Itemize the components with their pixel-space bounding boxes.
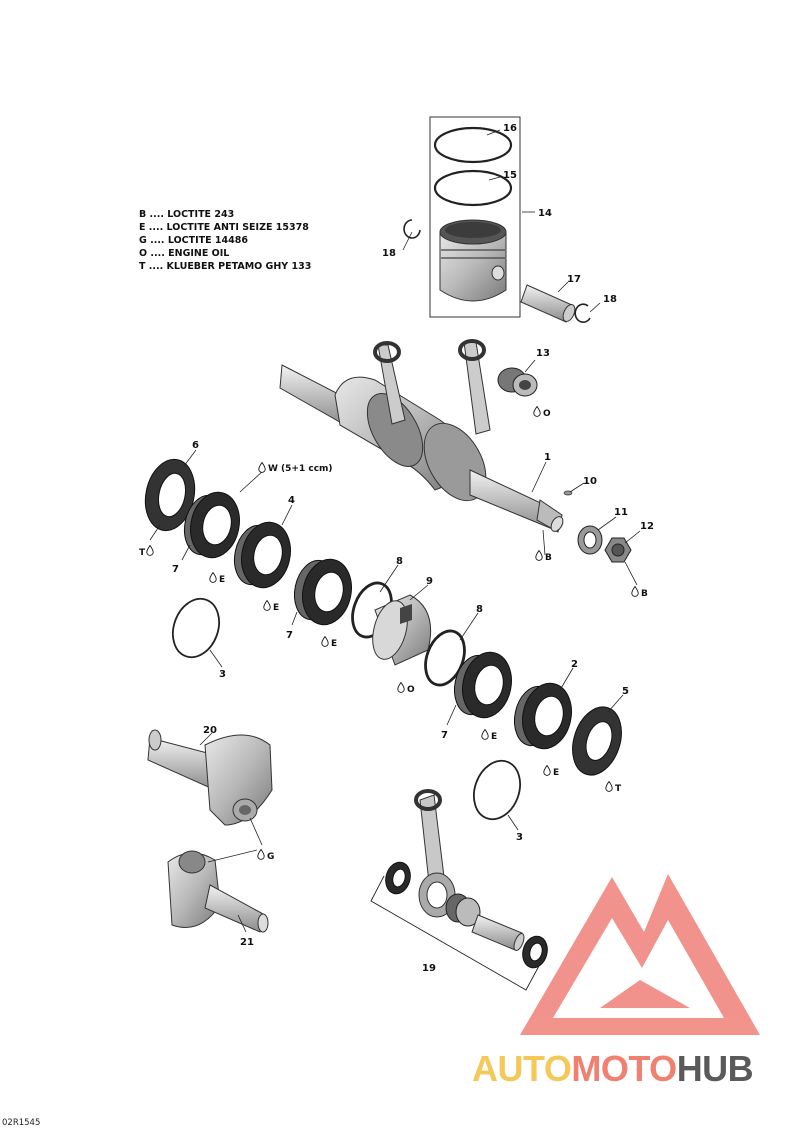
- legend-item: T .... KLUEBER PETAMO GHY 133: [139, 261, 312, 272]
- callout-4: 4: [288, 495, 295, 506]
- watermark-part-moto: MOTO: [571, 1048, 677, 1089]
- callout-3: 3: [516, 832, 523, 843]
- oil-drop-icon: [481, 729, 489, 740]
- piston-kit-frame: [429, 116, 521, 318]
- callout-8: 8: [396, 556, 403, 567]
- oil-drop-icon: [397, 682, 405, 693]
- leader-lines: [149, 129, 641, 933]
- callout-2: 2: [571, 659, 578, 670]
- lubricant-legend: B .... LOCTITE 243 E .... LOCTITE ANTI S…: [139, 208, 311, 273]
- half-crankshaft-21: [167, 850, 269, 933]
- thrust-washer-19-right: [522, 935, 548, 969]
- o-ring-3-left: [172, 597, 220, 659]
- lube-mark-e: E: [219, 575, 225, 585]
- lubricant-marks: O W (5+1 ccm) B B T E E E O E E T G: [139, 406, 648, 862]
- callout-13: 13: [536, 348, 550, 359]
- oil-drop-icon: [535, 550, 543, 561]
- piston-ring-15: [433, 169, 513, 207]
- reference-code: 02R1545: [2, 1118, 41, 1128]
- callout-17: 17: [567, 274, 581, 285]
- thrust-washer-19-left: [385, 861, 411, 895]
- oil-drop-icon: [146, 545, 154, 556]
- o-ring-3-right: [473, 759, 521, 821]
- callout-1: 1: [544, 452, 551, 463]
- snap-ring-8-right: [424, 629, 466, 687]
- piston-pin-17: [520, 284, 576, 323]
- callout-6: 6: [192, 440, 199, 451]
- watermark-part-auto: AUTO: [472, 1048, 572, 1089]
- oil-drop-icon: [321, 636, 329, 647]
- oil-drop-icon: [258, 462, 266, 473]
- callouts: 16 15 14 18 17 18 13 1 10 11 12 6 4 7 7 …: [172, 123, 654, 974]
- callout-7: 7: [172, 564, 179, 575]
- oil-drop-icon: [209, 572, 217, 583]
- lube-mark-e: E: [553, 768, 559, 778]
- bearing-sleeve-9: [372, 594, 432, 666]
- legend-item: B .... LOCTITE 243: [139, 209, 235, 220]
- callout-16: 16: [503, 123, 517, 134]
- callout-7: 7: [441, 730, 448, 741]
- ball-bearing-7-center: [293, 558, 352, 626]
- crank-pin-19: [471, 914, 525, 951]
- lube-mark-o: O: [407, 685, 415, 695]
- legend-item: O .... ENGINE OIL: [139, 248, 230, 259]
- callout-18: 18: [382, 248, 396, 259]
- callout-7: 7: [286, 630, 293, 641]
- callout-8: 8: [476, 604, 483, 615]
- oil-drop-icon: [263, 600, 271, 611]
- circlip-18-right: [574, 303, 591, 324]
- oil-drop-icon: [543, 765, 551, 776]
- oil-drop-icon: [605, 781, 613, 792]
- callout-11: 11: [614, 507, 628, 518]
- lube-mark-e: E: [273, 603, 279, 613]
- oil-seal-6: [144, 458, 196, 532]
- lube-mark-w: W (5+1 ccm): [268, 464, 333, 474]
- oil-drop-icon: [533, 406, 541, 417]
- ball-bearing-7-left: [183, 491, 240, 559]
- half-crankshaft-20: [147, 729, 273, 826]
- callout-5: 5: [622, 686, 629, 697]
- callout-18: 18: [603, 294, 617, 305]
- lube-mark-b: B: [545, 553, 552, 563]
- oil-drop-icon: [631, 586, 639, 597]
- needle-bearing-13: [497, 367, 538, 397]
- callout-10: 10: [583, 476, 597, 487]
- washer-11: [577, 525, 603, 555]
- watermark-logo-icon: [520, 874, 760, 1035]
- lube-mark-e: E: [491, 732, 497, 742]
- oil-drop-icon: [257, 849, 265, 860]
- callout-21: 21: [240, 937, 254, 948]
- watermark-part-hub: HUB: [676, 1048, 754, 1089]
- ball-bearing-7-right: [453, 651, 512, 719]
- ball-bearing-4: [233, 521, 291, 589]
- lube-mark-e: E: [331, 639, 337, 649]
- callout-9: 9: [426, 576, 433, 587]
- legend-item: G .... LOCTITE 14486: [139, 235, 248, 246]
- circlip-18-left: [403, 219, 421, 239]
- nut-12: [604, 537, 632, 563]
- piston-ring-16: [433, 126, 513, 164]
- lube-mark-t: T: [139, 548, 146, 558]
- piston: [439, 219, 507, 302]
- callout-3: 3: [219, 669, 226, 680]
- lube-mark-g: G: [267, 852, 274, 862]
- crankshaft: [279, 339, 564, 533]
- oil-seal-5: [572, 706, 622, 776]
- lube-mark-o: O: [543, 409, 551, 419]
- lube-mark-b: B: [641, 589, 648, 599]
- callout-20: 20: [203, 725, 217, 736]
- callout-14: 14: [538, 208, 552, 219]
- ball-bearing-2: [513, 682, 572, 750]
- lube-mark-t: T: [615, 784, 622, 794]
- callout-12: 12: [640, 521, 654, 532]
- legend-item: E .... LOCTITE ANTI SEIZE 15378: [139, 222, 309, 233]
- callout-19: 19: [422, 963, 436, 974]
- needle-bearing-19: [445, 893, 481, 927]
- kit-19-bracket: [370, 875, 541, 991]
- watermark-text: AUTOMOTOHUB: [472, 1048, 754, 1090]
- callout-15: 15: [503, 170, 517, 181]
